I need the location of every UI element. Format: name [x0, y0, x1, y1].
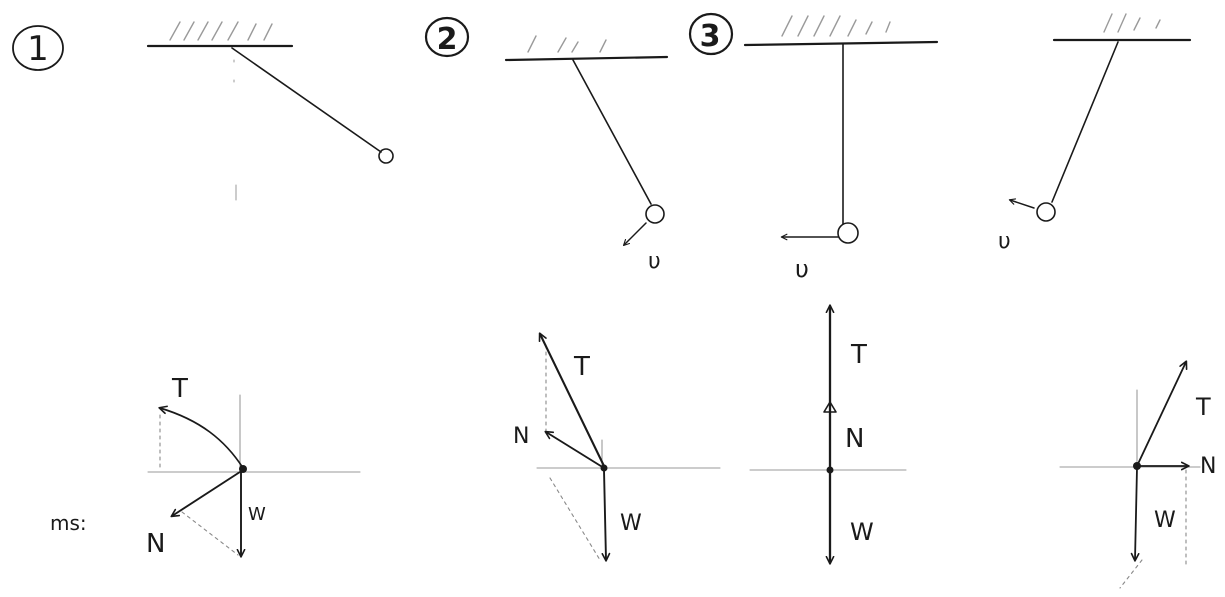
string: [572, 59, 652, 205]
origin-dot: [1133, 462, 1141, 470]
net-force-arrow: [823, 401, 837, 413]
bob: [1036, 202, 1056, 222]
velocity-arrow: [622, 222, 647, 247]
weight-label: W: [620, 511, 642, 536]
ceiling-hatch: [781, 15, 891, 37]
weight-label: W: [248, 504, 266, 525]
tension-label: T: [850, 340, 867, 370]
panel-number-2: 2: [424, 16, 470, 58]
net-force-label: N: [513, 424, 529, 449]
panel-number-1: 1: [12, 25, 64, 71]
force-diagram-4: T N W: [1059, 360, 1216, 589]
string: [1051, 41, 1119, 203]
construction-line: [1119, 559, 1143, 589]
construction-line: [549, 477, 601, 561]
tension-label: T: [1195, 393, 1211, 421]
weight-arrow: [601, 469, 611, 562]
pendulum-3: υ: [743, 15, 939, 283]
force-diagram-2: T N W: [513, 332, 721, 562]
svg-text:2: 2: [437, 22, 458, 57]
tension-label: T: [171, 374, 188, 404]
net-force-arrow: [544, 430, 605, 469]
tension-label: T: [573, 352, 590, 382]
origin-dot: [600, 464, 608, 472]
string: [231, 47, 382, 153]
weight-label: W: [1154, 508, 1176, 533]
velocity-label: υ: [998, 229, 1011, 254]
ceiling-line: [504, 55, 669, 62]
net-force-arrow: [170, 469, 244, 518]
net-force-label: N: [1200, 454, 1216, 479]
bob: [837, 222, 859, 244]
velocity-label: υ: [795, 255, 809, 283]
svg-text:1: 1: [27, 29, 49, 69]
force-diagram-3: T N W: [749, 304, 907, 565]
tension-arrow: [158, 405, 244, 469]
velocity-label: υ: [648, 249, 661, 274]
ceiling-hatch: [1103, 13, 1161, 33]
net-force-label: N: [845, 424, 864, 454]
net-force-label: N: [146, 529, 165, 559]
weight-label: W: [850, 518, 874, 546]
origin-dot: [826, 466, 834, 474]
bob: [378, 148, 394, 164]
svg-text:3: 3: [700, 19, 721, 54]
weight-arrow: [1130, 467, 1140, 562]
ceiling-hatch: [169, 21, 273, 41]
construction-line: [181, 511, 239, 556]
ceiling-line: [743, 40, 939, 47]
bob: [645, 204, 665, 224]
force-diagram-1: T N W: [146, 374, 361, 559]
origin-dot: [239, 465, 247, 473]
pendulum-4: υ: [998, 13, 1192, 254]
tension-arrow: [1136, 360, 1188, 467]
ceiling-hatch: [527, 35, 607, 53]
pendulum-2: υ: [504, 35, 669, 274]
margin-text: ms:: [50, 511, 87, 535]
pendulum-1: [146, 21, 394, 201]
panel-number-3: 3: [688, 12, 734, 56]
tension-arrow: [538, 332, 606, 468]
velocity-arrow: [1008, 198, 1035, 209]
